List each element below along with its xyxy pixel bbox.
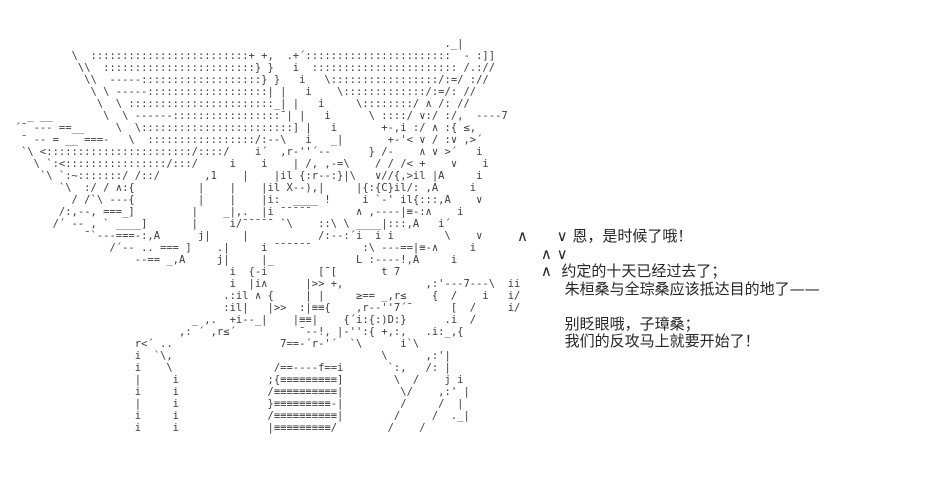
dialogue-text: ∧ ∨ 恩，是时候了哦！ ∧ ∨ ∧ 约定的十天已经过去了； 朱桓桑与全琮桑应该… (517, 227, 820, 350)
ascii-art-figure: ._| \ :::::::::::::::::::::::::+ +, .+´:… (14, 38, 521, 434)
